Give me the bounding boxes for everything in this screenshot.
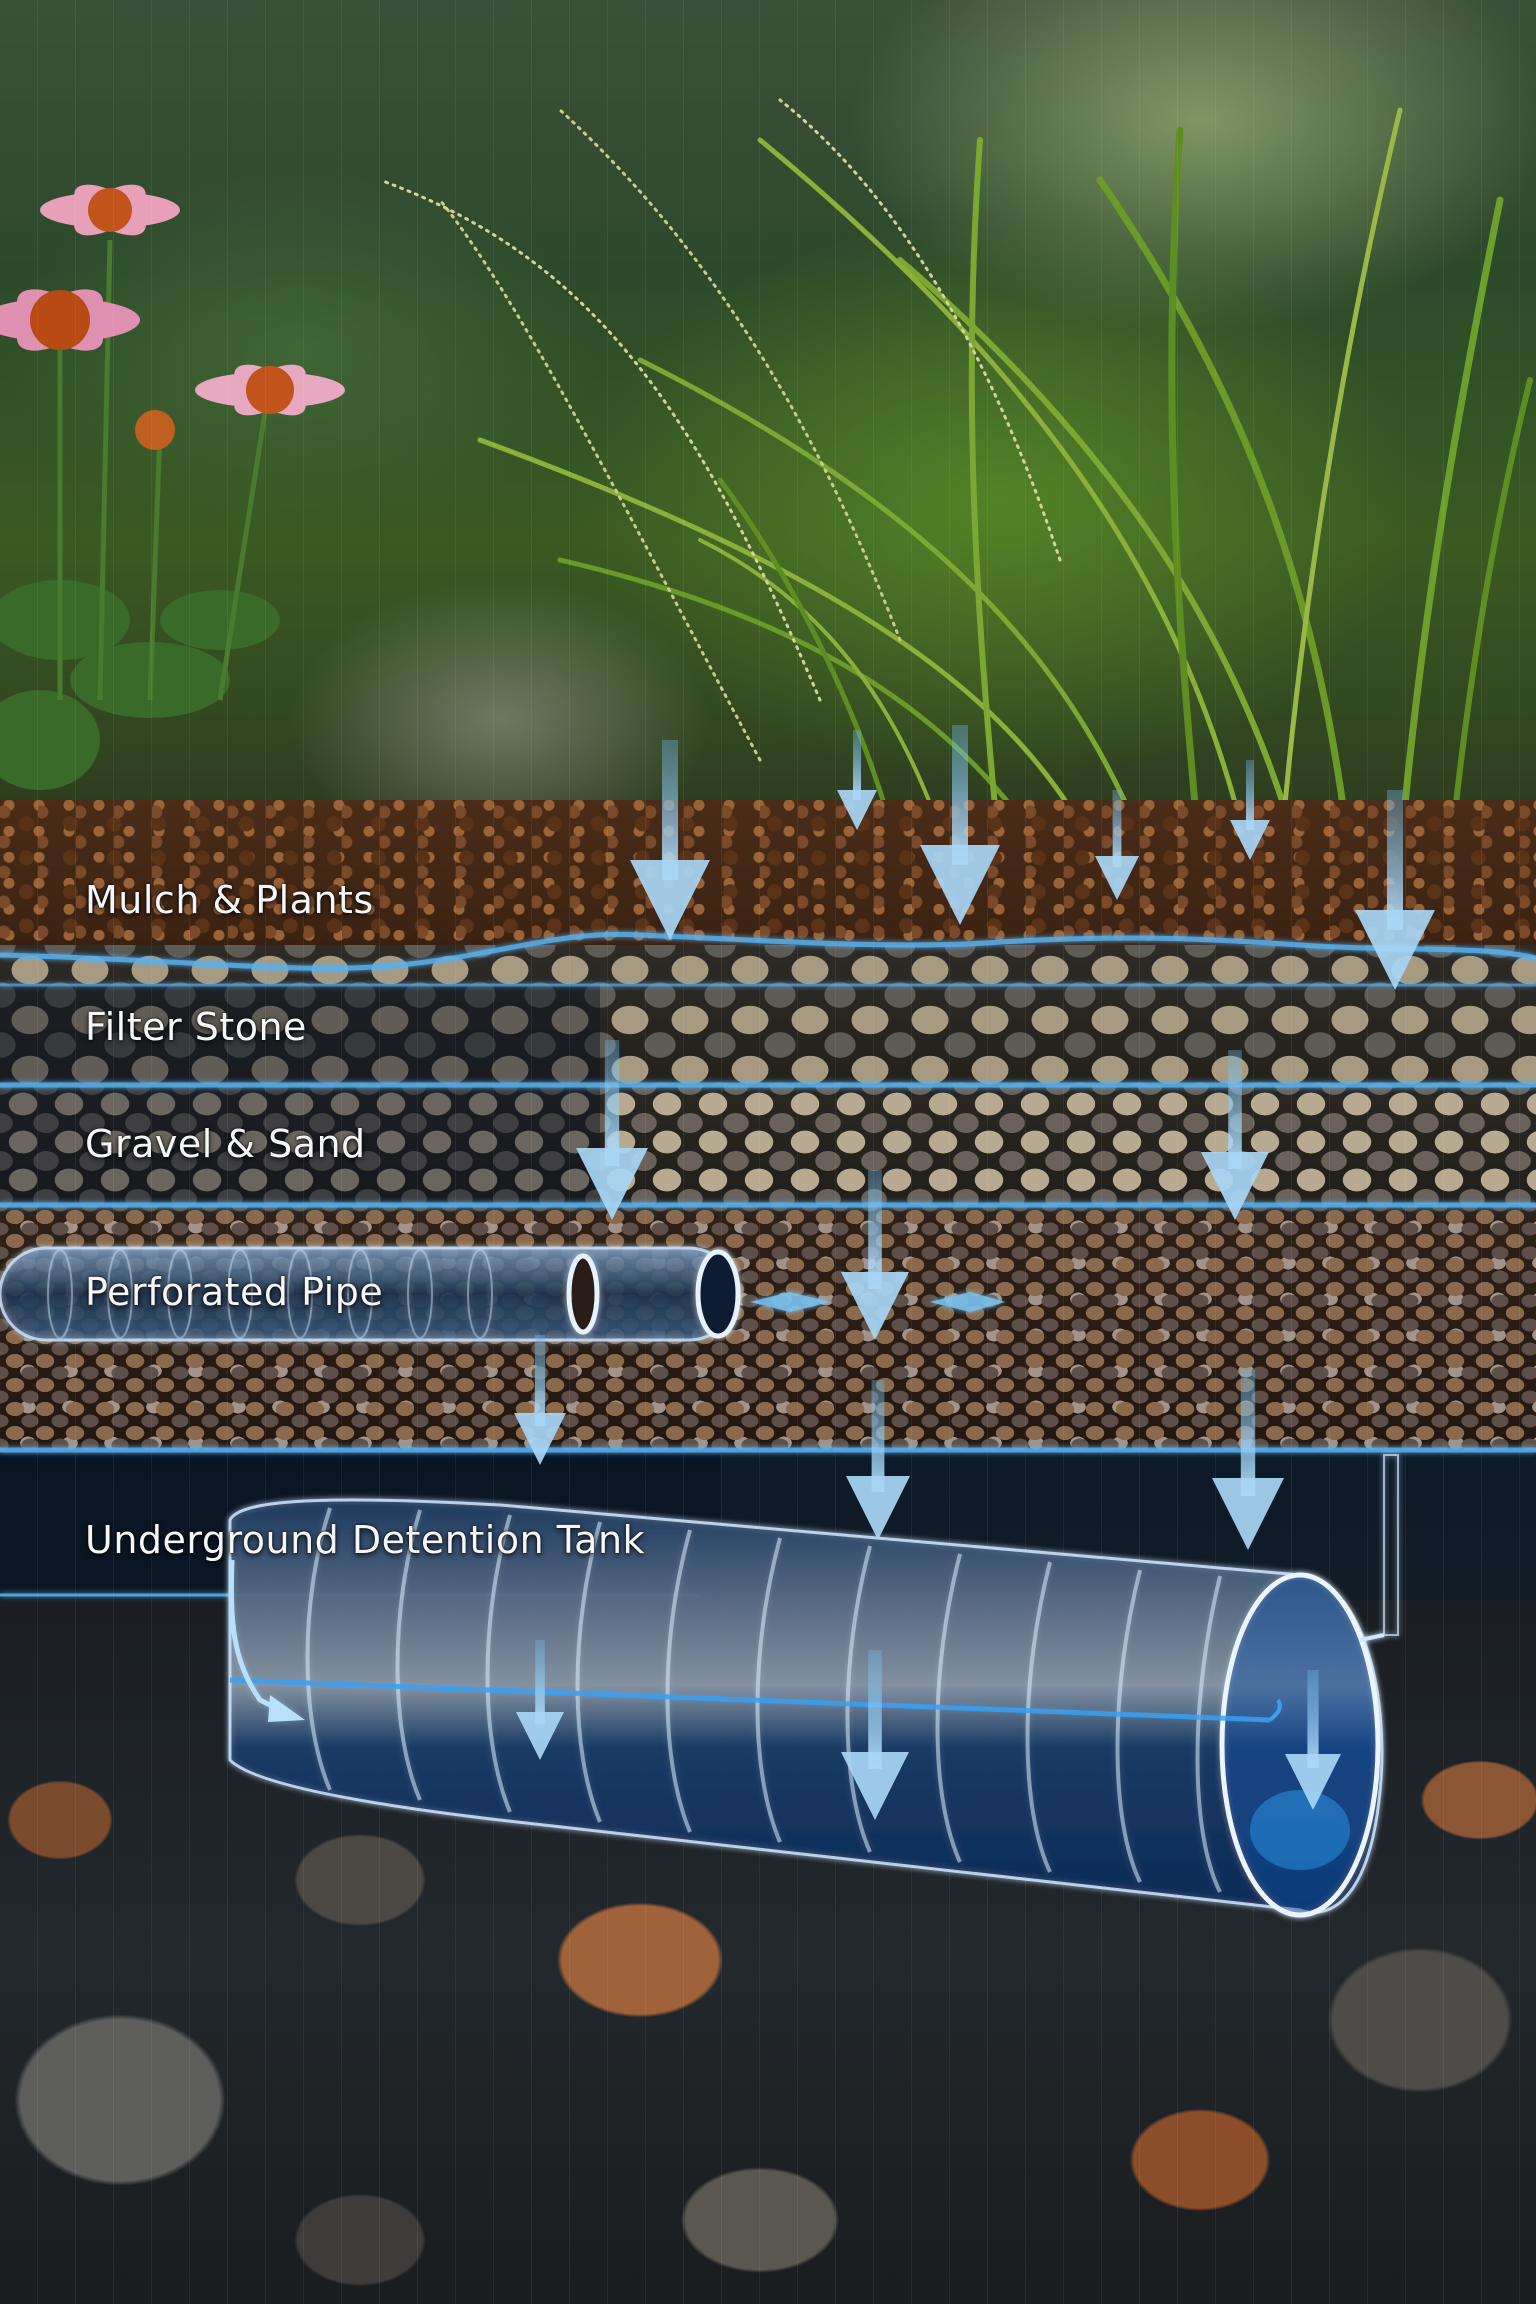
label-band-filter [0, 985, 600, 1085]
down-arrow-icon [1095, 790, 1139, 900]
mulch-layer [0, 800, 1536, 945]
label-filter-stone: Filter Stone [85, 1005, 307, 1049]
label-detention-tank: Underground Detention Tank [85, 1518, 646, 1562]
label-band-gravel [0, 1085, 600, 1205]
inward-arrow-icon [750, 1292, 1005, 1312]
label-gravel-sand: Gravel & Sand [85, 1122, 366, 1166]
down-arrow-icon [1212, 1370, 1284, 1550]
coneflower-plants-icon [0, 184, 345, 790]
down-arrow-icon [1355, 790, 1435, 990]
label-perforated-pipe: Perforated Pipe [85, 1270, 384, 1314]
flower-heads [0, 184, 345, 450]
gravel-sand-layer [0, 1085, 1536, 1205]
down-arrow-icon [1201, 1050, 1269, 1220]
label-mulch-plants: Mulch & Plants [85, 878, 374, 922]
perforated-pipe-icon [0, 1246, 741, 1342]
down-arrow-icon [846, 1380, 910, 1540]
down-arrow-icon [920, 725, 1000, 925]
detention-tank-icon [228, 1454, 1399, 1918]
garden-surface-background [0, 0, 1536, 900]
down-arrow-icon [841, 1170, 909, 1340]
down-arrow-icon [630, 740, 710, 940]
down-arrow-icon [576, 1040, 648, 1220]
down-arrow-icon [1230, 760, 1270, 860]
down-arrow-icon [514, 1335, 566, 1465]
down-arrow-icon [837, 730, 877, 830]
